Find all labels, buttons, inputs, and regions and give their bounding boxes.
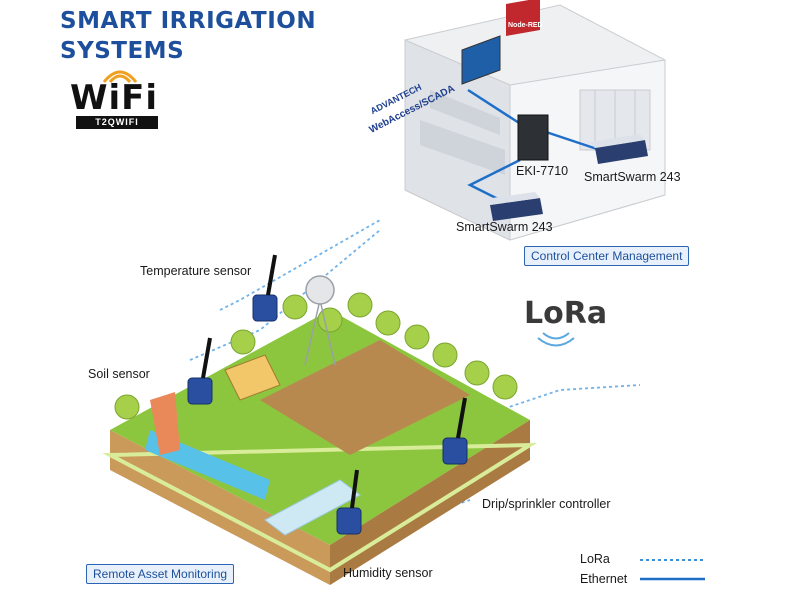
page-title: SMART IRRIGATION SYSTEMS bbox=[60, 6, 316, 66]
gateway-left-label: SmartSwarm 243 bbox=[456, 220, 553, 234]
title-line-1: SMART IRRIGATION bbox=[60, 8, 317, 34]
drip-controller-label: Drip/sprinkler controller bbox=[482, 497, 611, 511]
lora-logo: LoRa bbox=[524, 296, 608, 331]
sensor-devices bbox=[187, 294, 468, 535]
gateway-right-label: SmartSwarm 243 bbox=[584, 170, 681, 184]
gateway-left bbox=[485, 192, 543, 221]
trees bbox=[114, 292, 518, 420]
humidity-sensor-label: Humidity sensor bbox=[343, 566, 433, 580]
wifi-signal-icon bbox=[102, 70, 138, 84]
node-red-brand: Node-RED bbox=[508, 22, 543, 29]
node-red-badge bbox=[506, 0, 540, 36]
switch-device bbox=[517, 114, 549, 161]
legend-ethernet-label: Ethernet bbox=[580, 572, 628, 586]
title-line-2: SYSTEMS bbox=[60, 38, 185, 64]
control-center-label: Control Center Management bbox=[524, 246, 690, 266]
wifi-logo-text: WiFi bbox=[70, 78, 159, 118]
remote-monitoring-label: Remote Asset Monitoring bbox=[86, 564, 235, 584]
wifi-logo-sub: T2QWIFI bbox=[76, 116, 158, 129]
temperature-sensor-label: Temperature sensor bbox=[140, 264, 252, 278]
sensor-antennas bbox=[201, 254, 467, 509]
soil-sensor-label: Soil sensor bbox=[88, 367, 150, 381]
windmill bbox=[304, 275, 336, 366]
farm-platform bbox=[102, 310, 538, 585]
monitor-screen bbox=[461, 35, 501, 85]
legend-lora-label: LoRa bbox=[580, 552, 610, 566]
gateway-right bbox=[590, 134, 648, 164]
switch-label: EKI-7710 bbox=[516, 164, 569, 178]
lora-waves-icon bbox=[537, 332, 575, 347]
